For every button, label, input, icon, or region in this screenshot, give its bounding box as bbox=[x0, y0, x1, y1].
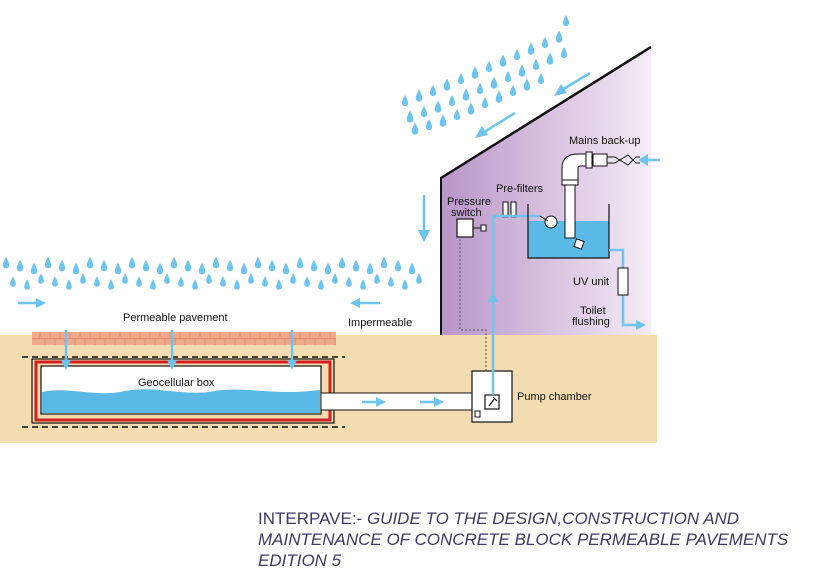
mains-pipe-vertical bbox=[564, 182, 576, 239]
label-toilet-2: flushing bbox=[572, 316, 610, 328]
overflow-pipe bbox=[320, 392, 473, 411]
label-permeable-pavement: Permeable pavement bbox=[123, 312, 228, 324]
label-impermeable: Impermeable bbox=[348, 317, 412, 329]
tank-water bbox=[42, 389, 320, 413]
pump-signal-dotted bbox=[459, 239, 487, 371]
pressure-switch bbox=[456, 218, 474, 238]
toilet-arrow bbox=[636, 320, 646, 330]
uv-unit bbox=[617, 267, 629, 296]
label-uv-unit: UV unit bbox=[573, 276, 609, 288]
impermeable-membrane bbox=[34, 360, 332, 422]
mains-arrow bbox=[638, 154, 648, 166]
mains-valve bbox=[592, 153, 608, 167]
permeable-pavement-blocks bbox=[32, 332, 336, 345]
label-pressure-1: Pressure bbox=[447, 196, 491, 208]
flow-arrows bbox=[18, 71, 591, 407]
roof-line bbox=[440, 45, 652, 180]
pump-icon bbox=[484, 394, 500, 410]
rainwater-harvesting-diagram: Mains back-up Pre-filters Pressure switc… bbox=[0, 15, 660, 443]
rising-arrow bbox=[488, 292, 498, 302]
label-mains-backup: Mains back-up bbox=[569, 135, 641, 147]
geotextile-dashes bbox=[22, 356, 345, 428]
label-toilet-1: Toilet bbox=[580, 305, 606, 317]
caption-source: INTERPAVE:- bbox=[258, 509, 367, 528]
label-geocellular-box: Geocellular box bbox=[138, 377, 215, 389]
header-tank bbox=[527, 204, 610, 259]
label-pre-filters: Pre-filters bbox=[496, 183, 544, 195]
label-pressure-2: switch bbox=[451, 207, 482, 219]
caption-title: GUIDE TO THE DESIGN,CONSTRUCTION AND MAI… bbox=[258, 509, 789, 570]
label-pump-chamber: Pump chamber bbox=[517, 391, 592, 403]
source-caption: INTERPAVE:- GUIDE TO THE DESIGN,CONSTRUC… bbox=[258, 508, 818, 571]
float-valve bbox=[544, 215, 558, 229]
